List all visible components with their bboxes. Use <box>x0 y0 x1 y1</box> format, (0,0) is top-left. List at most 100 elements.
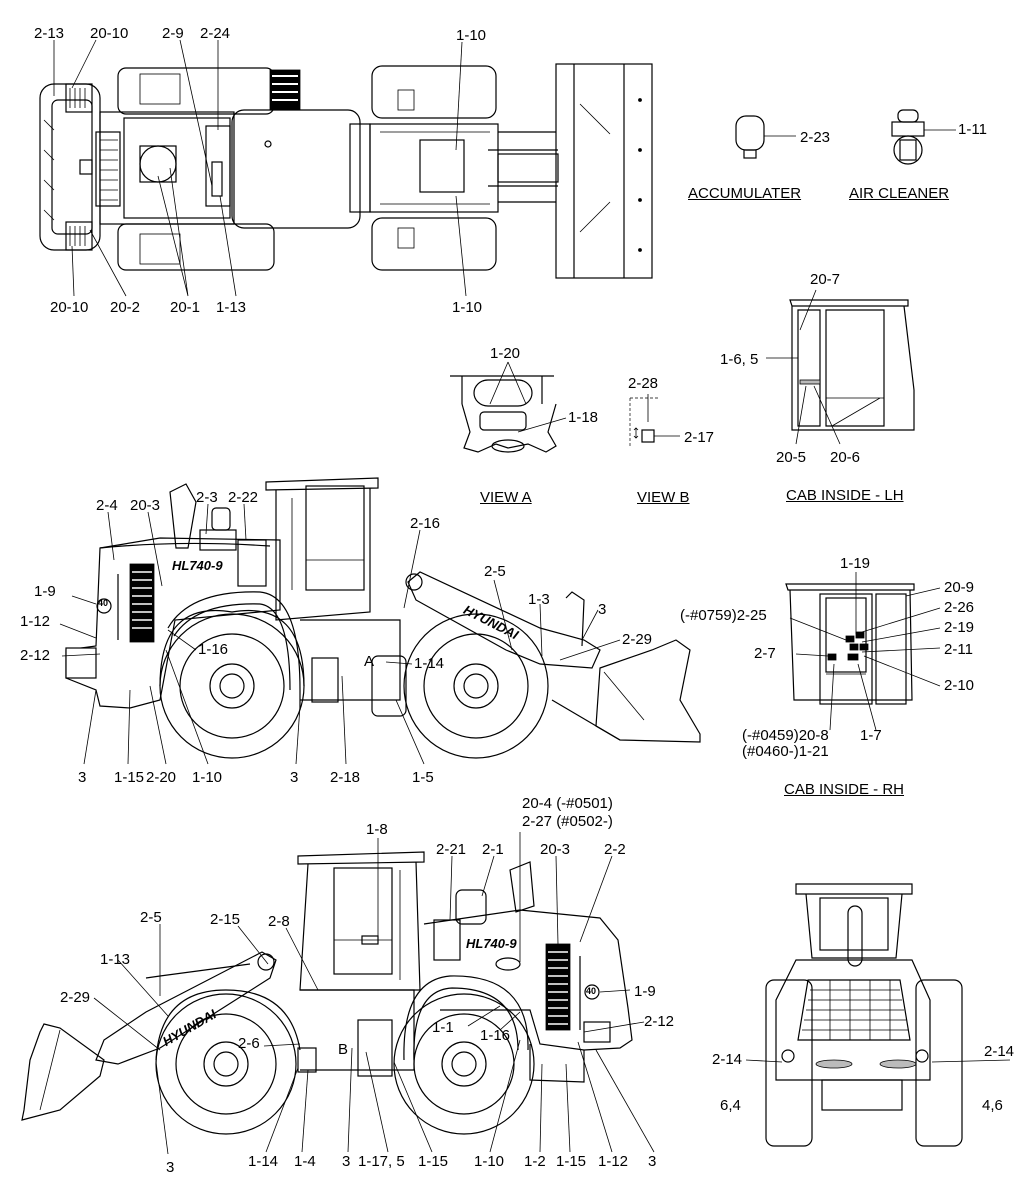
callout-label: 2-6 <box>238 1035 260 1052</box>
callout-label: 1-12 <box>20 613 51 630</box>
callout-label: 3 <box>342 1153 351 1170</box>
badge-left: 40 <box>98 598 109 608</box>
callout-label: 2-12 <box>20 647 51 664</box>
callout-label: 2-14 <box>712 1051 743 1068</box>
callout-label: 3 <box>290 769 299 786</box>
callout-label: 3 <box>648 1153 657 1170</box>
callout-label: 1-14 <box>248 1153 279 1170</box>
callout-label: 2-28 <box>628 375 659 392</box>
callout-label: 1-17, 5 <box>358 1153 405 1170</box>
callout-label: 2-9 <box>162 25 184 42</box>
callout-label: 1-10 <box>192 769 223 786</box>
callout-label: 1-19 <box>840 555 871 572</box>
callout-label: 3 <box>166 1159 175 1176</box>
callout-label: 2-16 <box>410 515 441 532</box>
callout-label: 1-4 <box>294 1153 316 1170</box>
callout-label: 2-14 <box>984 1043 1015 1060</box>
callout-label: 1-13 <box>100 951 131 968</box>
view-mark-b: B <box>338 1041 349 1058</box>
callout-label: 1-16 <box>480 1027 511 1044</box>
badge-right: 40 <box>586 986 597 996</box>
callout-label: 2-15 <box>210 911 241 928</box>
callout-label: 20-10 <box>90 25 129 42</box>
callout-label: 2-11 <box>944 641 973 658</box>
left-side-leaders <box>59 503 621 765</box>
callout-label: 1-10 <box>452 299 483 316</box>
callout-label: 1-3 <box>528 591 550 608</box>
callout-label: 20-4 (-#0501) <box>522 795 613 812</box>
callout-label: 2-5 <box>140 909 162 926</box>
callout-label: 2-10 <box>944 677 975 694</box>
callout-label: 1-20 <box>490 345 521 362</box>
callout-label: 6,4 <box>720 1097 741 1114</box>
callout-label: 2-4 <box>96 497 118 514</box>
caption-cab-inside-rh: CAB INSIDE - RH <box>784 781 905 798</box>
right-side-leaders <box>93 832 655 1155</box>
callout-label: 2-21 <box>436 841 467 858</box>
callout-label: 2-26 <box>944 599 975 616</box>
callout-label: 2-22 <box>228 489 259 506</box>
model-logo-left: HL740-9 <box>172 558 223 573</box>
callout-label: 2-27 (#0502-) <box>522 813 613 830</box>
callout-label: 20-6 <box>830 449 861 466</box>
callout-label: 2-19 <box>944 619 975 636</box>
callout-label: 1-1 <box>432 1019 454 1036</box>
callout-label: 2-1 <box>482 841 504 858</box>
callout-label: 20-9 <box>944 579 975 596</box>
callout-label: 20-7 <box>810 271 841 288</box>
callout-label: 4,6 <box>982 1097 1003 1114</box>
left-side-machine <box>65 477 701 759</box>
callout-label: 1-10 <box>456 27 487 44</box>
cab-rh-drawing <box>785 572 941 731</box>
top-view-leaders <box>53 39 467 297</box>
callout-label: 20-10 <box>50 299 89 316</box>
callout-label: 2-5 <box>484 563 506 580</box>
callout-label: 1-15 <box>556 1153 587 1170</box>
callout-label: 1-15 <box>114 769 145 786</box>
callout-label: 2-3 <box>196 489 218 506</box>
rear-view-machine <box>745 883 1011 1147</box>
callout-label: 20-1 <box>170 299 201 316</box>
callout-label: (-#0459)20-8 <box>742 727 829 744</box>
callout-label: 1-8 <box>366 821 388 838</box>
callout-label: (-#0759)2-25 <box>680 607 767 624</box>
callout-label: 1-7 <box>860 727 882 744</box>
callout-label: 1-11 <box>958 121 987 138</box>
air-cleaner-drawing <box>891 109 956 165</box>
callout-label: 2-7 <box>754 645 776 662</box>
callout-label: 3 <box>78 769 87 786</box>
callout-label: 1-13 <box>216 299 247 316</box>
view-b-drawing <box>629 394 680 448</box>
caption-cab-inside-lh: CAB INSIDE - LH <box>786 487 904 504</box>
callout-label: 1-18 <box>568 409 599 426</box>
caption-accumulator: ACCUMULATER <box>688 185 802 202</box>
callout-label: 1-16 <box>198 641 229 658</box>
callout-label: 1-2 <box>524 1153 546 1170</box>
callout-label: 20-3 <box>130 497 161 514</box>
callout-label: 2-29 <box>622 631 653 648</box>
callout-label: 2-17 <box>684 429 715 446</box>
callout-label: 1-10 <box>474 1153 505 1170</box>
callout-label: 2-18 <box>330 769 361 786</box>
callout-label: 2-8 <box>268 913 290 930</box>
callout-label: 3 <box>598 601 607 618</box>
callout-label: 2-20 <box>146 769 177 786</box>
callout-label: 2-2 <box>604 841 626 858</box>
callout-label: 20-5 <box>776 449 807 466</box>
callout-label: 1-12 <box>598 1153 629 1170</box>
model-logo-right: HL740-9 <box>466 936 517 951</box>
callout-label: 20-3 <box>540 841 571 858</box>
cab-lh-drawing <box>766 289 915 445</box>
caption-air-cleaner: AIR CLEANER <box>849 185 950 202</box>
callout-label: 2-23 <box>800 129 831 146</box>
callout-label: 2-24 <box>200 25 231 42</box>
callout-label: 1-5 <box>412 769 434 786</box>
callout-label: 20-2 <box>110 299 141 316</box>
caption-view-a: VIEW A <box>480 489 532 506</box>
callout-label: 1-9 <box>634 983 656 1000</box>
callout-label: 2-29 <box>60 989 91 1006</box>
callout-label: 1-15 <box>418 1153 449 1170</box>
accumulator-drawing <box>735 115 796 159</box>
